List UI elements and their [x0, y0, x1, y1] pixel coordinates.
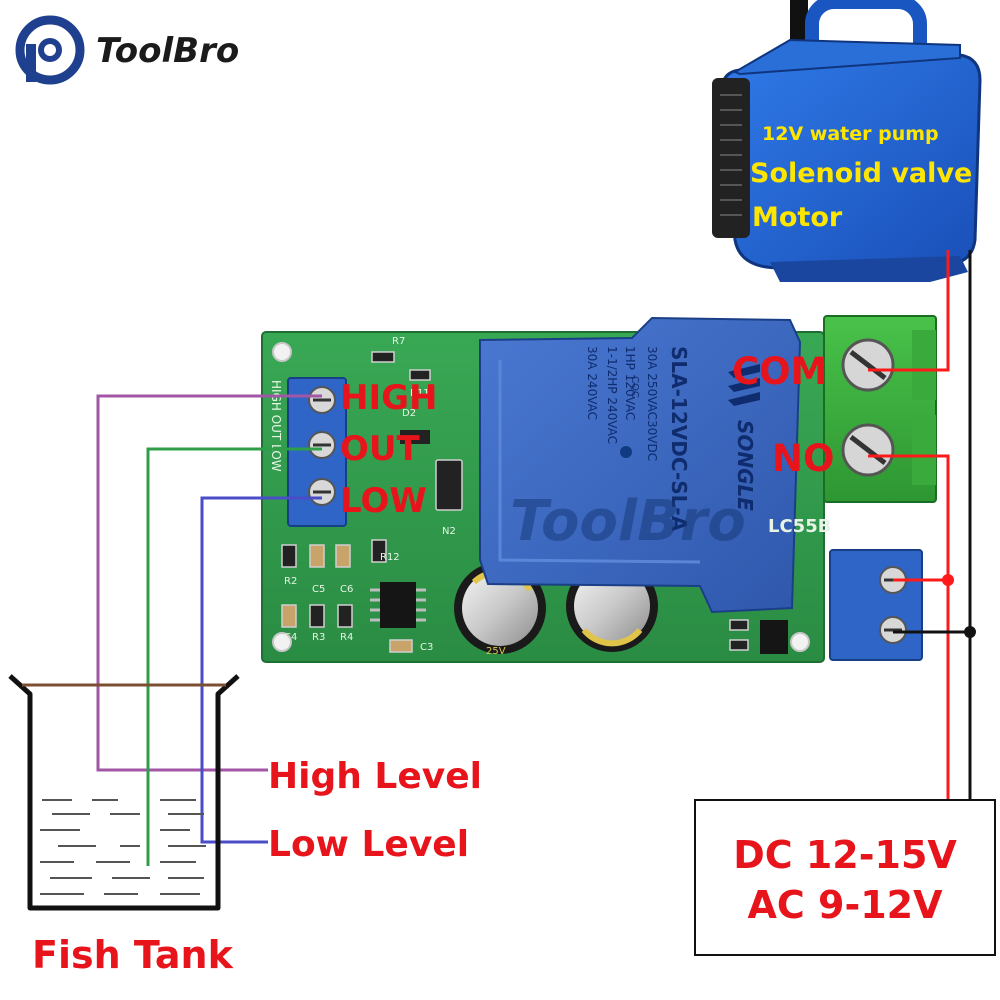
board-id: LC55B: [768, 516, 831, 537]
relay-module-board: HIGH OUT LOW: [261, 315, 937, 663]
probe-label-high: HIGH: [340, 378, 437, 418]
pump-label-2: Solenoid valve: [750, 158, 972, 189]
mount-hole-icon: [272, 632, 292, 652]
silk-part-label: D2: [402, 408, 416, 419]
mount-hole-icon: [272, 342, 292, 362]
pump-label-1: 12V water pump: [762, 123, 939, 145]
label-no: NO: [772, 437, 834, 480]
wire-high: [96, 394, 322, 772]
relay-watermark: ToolBro: [510, 489, 746, 554]
silk-part-label: R3: [312, 632, 325, 643]
silk-part-label: N2: [442, 526, 456, 537]
silk-part-label: C5: [312, 584, 325, 595]
fish-tank: Fish Tank: [8, 674, 240, 977]
junction-red-icon: [942, 574, 954, 586]
water-pump: 12V water pump Solenoid valve Motor: [712, 0, 982, 282]
tank-label: Fish Tank: [32, 933, 234, 977]
songle-logo-icon: [728, 364, 760, 406]
label-com: COM: [732, 350, 827, 393]
silk-part-label: R12: [380, 552, 400, 563]
tank-outline: [8, 674, 240, 911]
power-terminal-block: [829, 549, 923, 661]
probe-label-out: OUT: [340, 429, 421, 469]
silk-part-label: R7: [392, 336, 405, 347]
relay-cert: CQC: [629, 376, 640, 398]
power-line-2: AC 9-12V: [747, 883, 943, 927]
pump-base: [770, 256, 968, 282]
relay-rating-3: 1-1/2HP 240VAC: [605, 346, 619, 444]
brand-logo: ToolBro: [15, 15, 239, 85]
silk-part-label: C4: [284, 632, 297, 643]
silk-part-label: R2: [284, 576, 297, 587]
relay-rating-4: 30A 240VAC: [585, 346, 599, 420]
probe-terminal-block: [287, 377, 347, 527]
silk-probe-label: HIGH OUT LOW: [269, 380, 283, 472]
relay-output-terminal: [823, 315, 937, 503]
pump-grille-slots: [720, 94, 742, 216]
brand-name: ToolBro: [96, 31, 239, 71]
mount-hole-icon: [790, 632, 810, 652]
wire-low: [200, 496, 322, 844]
logo-mark-icon: [15, 15, 85, 85]
ic-chip: [370, 582, 426, 628]
power-supply: DC 12-15V AC 9-12V: [694, 799, 996, 956]
pump-cable: [790, 0, 808, 50]
pump-top: [732, 38, 961, 76]
relay: SLA-12VDC-SL-A 30A 250VAC30VDC 1HP 120VA…: [479, 316, 802, 614]
probe-label-low: LOW: [340, 481, 427, 521]
low-level-label: Low Level: [268, 824, 469, 865]
silk-part-label: C6: [340, 584, 353, 595]
water-lines: [40, 799, 206, 895]
smd-components: [281, 351, 749, 653]
relay-model: SLA-12VDC-SL-A: [667, 346, 691, 532]
silk-part-label: R4: [340, 632, 353, 643]
silk-part-label: R11: [410, 388, 430, 399]
pump-label-3: Motor: [752, 202, 843, 233]
relay-rating-1: 30A 250VAC30VDC: [645, 346, 659, 461]
capacitor-label: 25V: [486, 646, 506, 657]
high-level-label: High Level: [268, 756, 482, 797]
transistor: [760, 620, 788, 654]
power-line-1: DC 12-15V: [733, 833, 957, 877]
power-box: [694, 799, 996, 956]
junction-black-icon: [964, 626, 976, 638]
silk-part-label: C3: [420, 642, 433, 653]
relay-brand: SONGLE: [733, 420, 757, 511]
relay-rating-2: 1HP 120VAC: [623, 346, 637, 420]
wire-out: [146, 447, 322, 866]
wire-pump-red: [868, 250, 950, 372]
wire-no-red: [868, 454, 950, 800]
pump-grille: [712, 78, 750, 238]
wires: [96, 250, 972, 866]
relay-body: [479, 316, 802, 614]
